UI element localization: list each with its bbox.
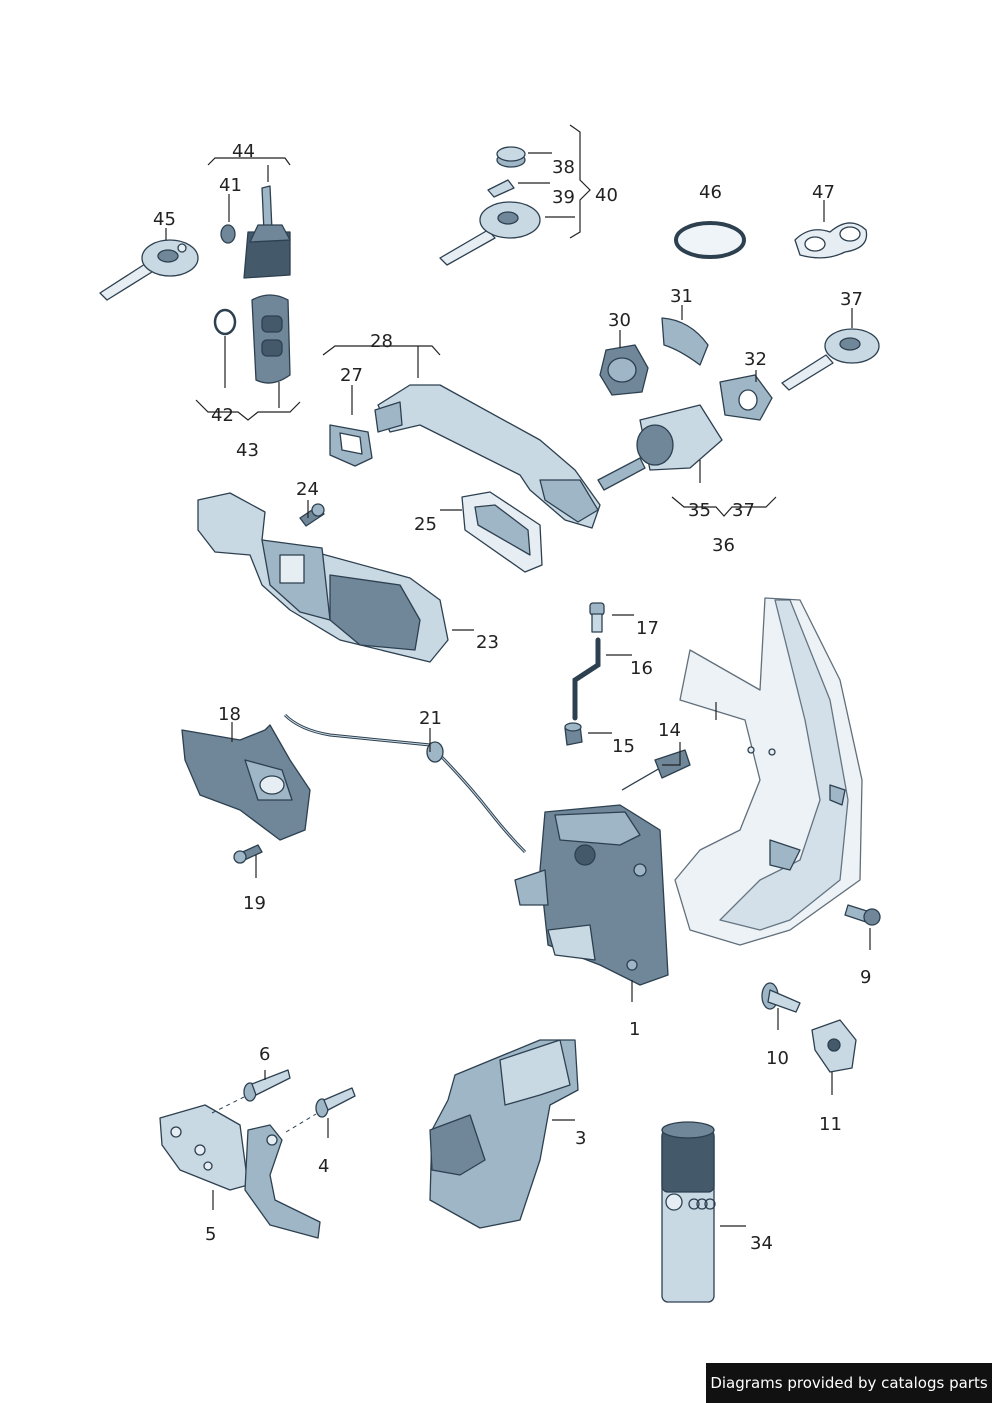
label-4: 4 — [318, 1156, 329, 1177]
leader-lines — [165, 124, 871, 1227]
door-lock-1 — [514, 804, 669, 986]
label-36: 36 — [712, 535, 735, 556]
label-5: 5 — [205, 1224, 216, 1245]
key-45 — [99, 239, 199, 301]
label-18: 18 — [218, 704, 241, 725]
label-14: 14 — [658, 720, 681, 741]
label-30: 30 — [608, 310, 631, 331]
screw-24 — [299, 503, 325, 527]
key-37 — [781, 328, 880, 391]
label-37-key: 37 — [840, 289, 863, 310]
label-15: 15 — [612, 736, 635, 757]
label-6: 6 — [259, 1044, 270, 1065]
label-17: 17 — [636, 618, 659, 639]
label-3: 3 — [575, 1128, 586, 1149]
clip-15 — [564, 722, 583, 746]
label-28: 28 — [370, 331, 393, 352]
label-42: 42 — [211, 405, 234, 426]
grease-can-34 — [661, 1121, 716, 1303]
key-40 — [439, 201, 541, 266]
cap-17 — [589, 602, 605, 633]
cover-31 — [661, 317, 709, 366]
rod-16 — [572, 637, 601, 721]
label-38: 38 — [552, 157, 575, 178]
battery-41 — [220, 224, 236, 244]
cable-21 — [283, 713, 527, 854]
seal-47-hole-right — [839, 226, 861, 242]
label-25: 25 — [414, 514, 437, 535]
label-44: 44 — [232, 141, 255, 162]
label-27: 27 — [340, 365, 363, 386]
cap-32 — [719, 374, 773, 421]
label-37-cylinder: 37 — [732, 500, 755, 521]
label-9: 9 — [860, 967, 871, 988]
credit-banner: Diagrams provided by catalogs parts — [706, 1363, 992, 1403]
screw-19 — [233, 844, 263, 864]
lock-cylinder-35 — [597, 404, 723, 491]
label-10: 10 — [766, 1048, 789, 1069]
bracket-5 — [159, 1104, 321, 1239]
label-19: 19 — [243, 893, 266, 914]
rivet-guide-line — [211, 1096, 317, 1133]
label-32: 32 — [744, 349, 767, 370]
striker-plate-11 — [811, 1019, 857, 1073]
switch-14 — [621, 749, 691, 791]
label-40: 40 — [595, 185, 618, 206]
rivet-4 — [315, 1087, 356, 1118]
cable-21-grommet — [426, 741, 444, 763]
cable-21-inner — [284, 714, 526, 853]
inner-handle-18 — [181, 724, 311, 841]
housing-3 — [429, 1039, 579, 1229]
remote-key-44 — [243, 185, 291, 279]
remote-housing-43 — [251, 294, 291, 384]
seal-25 — [461, 491, 543, 573]
door-frame — [674, 597, 863, 946]
cap-38 — [496, 146, 526, 168]
label-41: 41 — [219, 175, 242, 196]
label-43: 43 — [236, 440, 259, 461]
label-23: 23 — [476, 632, 499, 653]
label-47: 47 — [812, 182, 835, 203]
pin-39 — [487, 179, 515, 198]
seal-47-hole-left — [804, 236, 826, 252]
label-1: 1 — [629, 1019, 640, 1040]
label-16: 16 — [630, 658, 653, 679]
label-35: 35 — [688, 500, 711, 521]
label-11: 11 — [819, 1114, 842, 1135]
label-34: 34 — [750, 1233, 773, 1254]
label-39: 39 — [552, 187, 575, 208]
outer-handle-28 — [374, 384, 601, 529]
label-45: 45 — [153, 209, 176, 230]
label-31: 31 — [670, 286, 693, 307]
rivet-6 — [243, 1069, 291, 1102]
label-46: 46 — [699, 182, 722, 203]
label-24: 24 — [296, 479, 319, 500]
seal-27 — [329, 424, 373, 467]
striker-bolt-10 — [761, 982, 801, 1013]
seal-46 — [674, 221, 746, 259]
screw-9 — [844, 904, 881, 926]
bracket-30 — [599, 344, 649, 396]
callout-labels: 1 3 4 5 6 9 10 11 14 15 16 17 18 19 21 2… — [153, 141, 871, 1254]
credit-text: Diagrams provided by catalogs parts — [710, 1374, 988, 1392]
handle-carrier-23 — [197, 492, 449, 663]
label-21: 21 — [419, 708, 442, 729]
o-ring-42 — [213, 308, 237, 336]
